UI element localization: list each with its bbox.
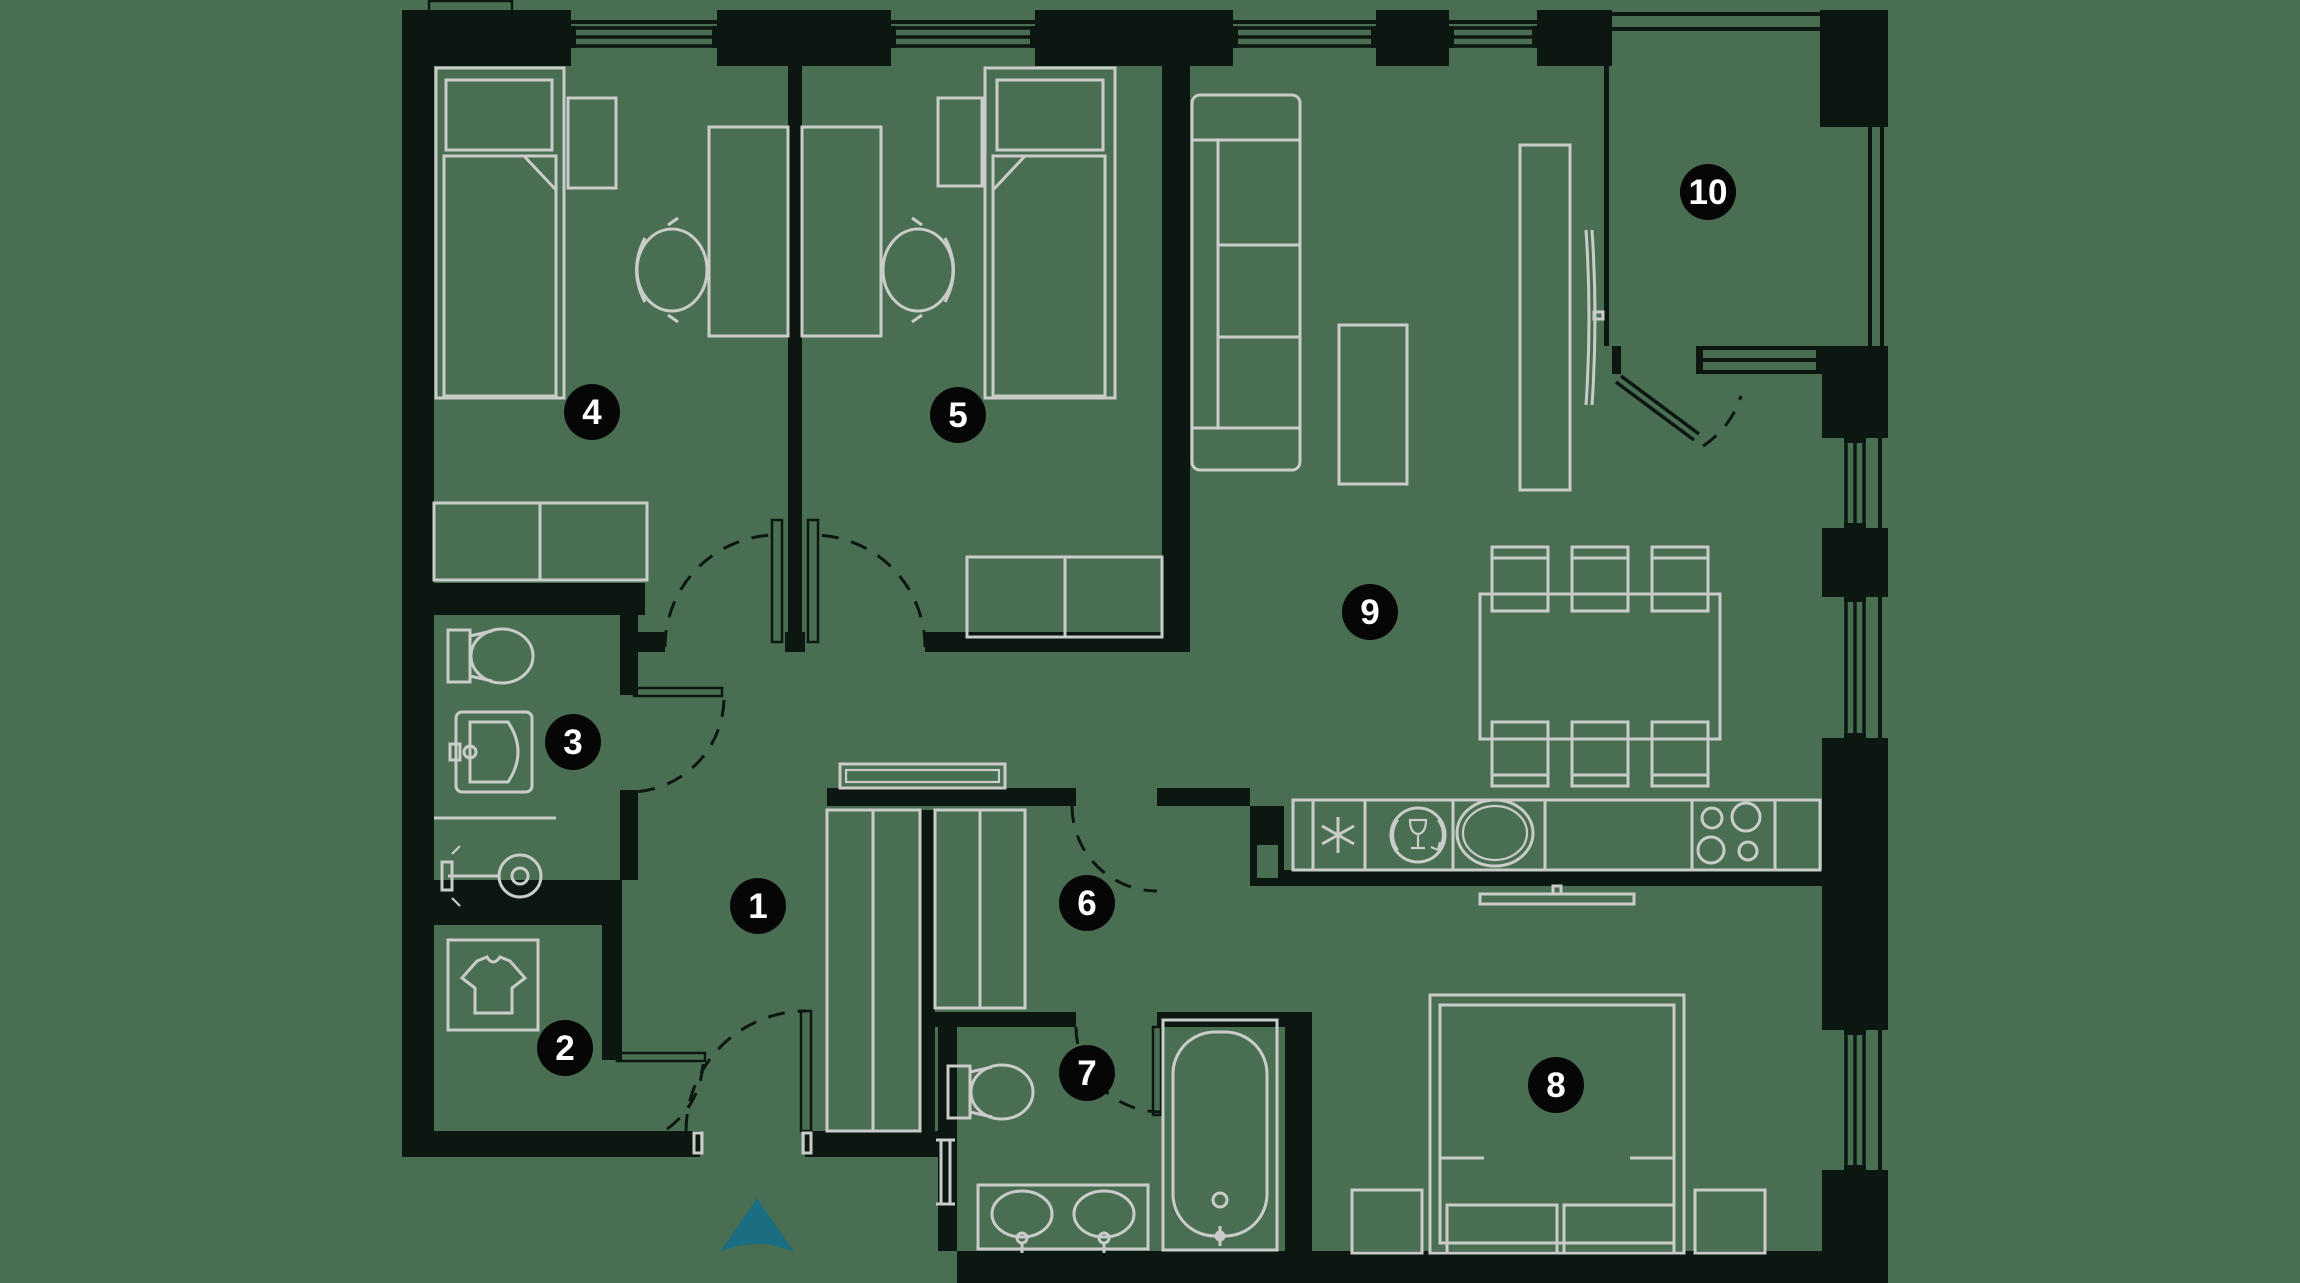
room-badge-1: 1	[730, 878, 786, 934]
room-badge-6: 6	[1059, 875, 1115, 931]
room8-furniture	[1350, 884, 1767, 1255]
tv-icon	[1478, 884, 1636, 906]
double-vanity-icon	[976, 1183, 1150, 1253]
svg-text:8: 8	[1546, 1066, 1565, 1105]
balcony-structure	[1604, 12, 1884, 448]
nightstand-icon	[566, 96, 618, 190]
balcony-window-icon	[1612, 346, 1823, 374]
living-room-furniture	[1190, 93, 1722, 788]
door-room2[interactable]	[615, 1051, 707, 1147]
window-living-right-icon	[1441, 20, 1545, 48]
hall-closets	[825, 762, 1027, 1133]
svg-text:10: 10	[1689, 173, 1728, 212]
window-room4-icon	[563, 20, 725, 48]
room-badge-5: 5	[930, 387, 986, 443]
svg-text:3: 3	[563, 723, 582, 762]
room2-furniture	[446, 938, 540, 1032]
window-bedroom8-icon	[1844, 1022, 1882, 1178]
room-badge-7: 7	[1059, 1045, 1115, 1101]
tv-console-icon	[1518, 143, 1605, 492]
nightstand-icon	[1693, 1188, 1767, 1255]
door-room6[interactable]	[1070, 805, 1158, 893]
window-living-east2-icon	[1844, 589, 1882, 746]
desk-chair-icon	[881, 216, 955, 324]
dishwasher-icon	[1389, 806, 1447, 864]
svg-text:4: 4	[582, 393, 602, 432]
towel-radiator-icon	[936, 1138, 955, 1206]
desk-chair-icon	[635, 216, 709, 324]
coffee-table-icon	[1337, 323, 1409, 486]
washbasin-icon	[448, 710, 534, 794]
sofa-icon	[1190, 93, 1302, 472]
tshirt-icon	[459, 955, 528, 1015]
wardrobe-hatched-icon	[432, 501, 649, 582]
room-badge-10: 10	[1680, 164, 1736, 220]
door-bath3[interactable]	[628, 686, 726, 794]
toilet-icon	[946, 1063, 1035, 1121]
svg-text:6: 6	[1077, 884, 1096, 923]
door-room5[interactable]	[806, 518, 927, 648]
room-badges: 1 2 3 4 5 6 7 8 9 10	[537, 164, 1736, 1113]
room5-furniture	[800, 66, 1164, 639]
balcony-door[interactable]	[1614, 374, 1743, 448]
wardrobe-hatched-icon	[965, 555, 1164, 639]
svg-text:1: 1	[748, 887, 767, 926]
console-icon	[838, 762, 1007, 790]
nightstand-icon	[1350, 1188, 1424, 1255]
desk-icon	[707, 125, 790, 338]
closet-box	[446, 938, 540, 1032]
svg-text:5: 5	[948, 396, 967, 435]
bed-single-icon	[434, 66, 566, 400]
door-entrance[interactable]	[684, 1009, 813, 1155]
bathtub-icon	[1161, 1018, 1279, 1252]
bed-single-icon	[983, 66, 1117, 400]
closet-hatched-icon	[933, 808, 1027, 1010]
desk-icon	[800, 125, 883, 338]
stove-icon	[1696, 801, 1762, 865]
entrance-arrow	[720, 1198, 794, 1252]
room-badge-9: 9	[1342, 584, 1398, 640]
door-room4[interactable]	[663, 518, 784, 648]
room-badge-4: 4	[564, 384, 620, 440]
toilet-icon	[446, 627, 535, 685]
svg-text:7: 7	[1077, 1054, 1096, 1093]
windows-top	[563, 20, 1545, 48]
walls	[402, 0, 1888, 1283]
window-living-left-icon	[1225, 20, 1384, 48]
room-badge-8: 8	[1528, 1057, 1584, 1113]
bath7-fixtures	[936, 1018, 1279, 1253]
nightstand-icon	[936, 96, 984, 188]
svg-text:2: 2	[555, 1029, 574, 1068]
window-living-east1-icon	[1844, 430, 1882, 536]
svg-text:9: 9	[1360, 593, 1379, 632]
kitchen-sink-icon	[1455, 798, 1535, 868]
shower-head-icon	[440, 845, 543, 907]
room4-furniture	[432, 66, 790, 582]
bath3-fixtures	[434, 627, 556, 907]
window-room5-icon	[883, 20, 1043, 48]
room-badge-3: 3	[545, 714, 601, 770]
bed-double-icon	[1428, 993, 1686, 1255]
windows-right	[1844, 430, 1882, 1178]
room-badge-2: 2	[537, 1020, 593, 1076]
closet-hatched-icon	[825, 808, 922, 1133]
kitchen-counter	[1291, 798, 1822, 872]
fridge-icon	[1321, 817, 1355, 853]
dining-table-icon	[1478, 545, 1722, 788]
